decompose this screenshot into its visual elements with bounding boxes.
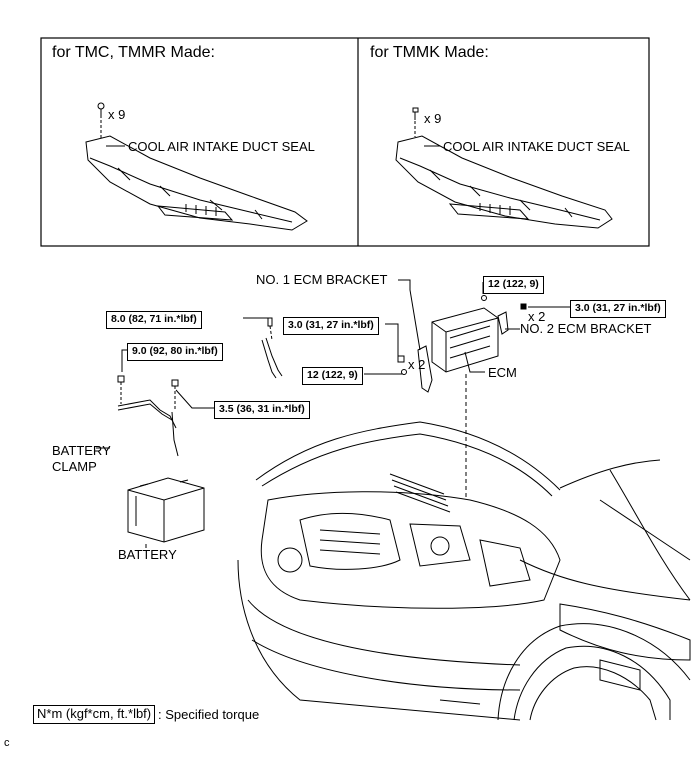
torque-3-5: 3.5 (36, 31 in.*lbf) xyxy=(214,401,310,419)
panel-title-left: for TMC, TMMR Made: xyxy=(52,44,215,61)
legend-text: : Specified torque xyxy=(158,707,260,722)
duct-seal-left-drawing xyxy=(85,102,308,231)
label-battery-clamp-2: CLAMP xyxy=(52,459,97,474)
label-no2-ecm-bracket: NO. 2 ECM BRACKET xyxy=(520,321,652,336)
legend-unit-box: N*m (kgf*cm, ft.*lbf) xyxy=(33,705,156,724)
ecm-drawing xyxy=(431,307,499,373)
leader-3-5 xyxy=(175,389,214,409)
panel-title-right: for TMMK Made: xyxy=(370,44,489,61)
car-drawing xyxy=(237,421,691,721)
duct-seal-right-drawing xyxy=(395,107,613,229)
torque-3-0-left: 3.0 (31, 27 in.*lbf) xyxy=(283,317,379,335)
leader-9-0 xyxy=(121,349,127,372)
label-no1-ecm-bracket: NO. 1 ECM BRACKET xyxy=(256,272,388,287)
label-battery-clamp-1: BATTERY xyxy=(52,443,111,458)
label-ecm: ECM xyxy=(488,365,517,380)
torque-12-left: 12 (122, 9) xyxy=(302,367,363,385)
label-battery: BATTERY xyxy=(118,547,177,562)
part-label-left: COOL AIR INTAKE DUCT SEAL xyxy=(128,139,315,154)
qty-right: x 9 xyxy=(424,111,442,126)
qty-ecm-right: x 2 xyxy=(528,309,546,324)
torque-8-0: 8.0 (82, 71 in.*lbf) xyxy=(106,311,202,329)
battery-drawing xyxy=(127,477,205,543)
battery-clamp-drawing xyxy=(96,317,283,457)
leader-3-0-left xyxy=(385,323,399,356)
panel-frame xyxy=(40,37,650,247)
leader-ecm xyxy=(464,351,485,373)
qty-left: x 9 xyxy=(108,107,126,122)
torque-12-right: 12 (122, 9) xyxy=(483,276,544,294)
part-label-right: COOL AIR INTAKE DUCT SEAL xyxy=(443,139,630,154)
torque-9-0: 9.0 (92, 80 in.*lbf) xyxy=(127,343,223,361)
figure-code: c xyxy=(4,737,10,749)
torque-3-0-right: 3.0 (31, 27 in.*lbf) xyxy=(570,300,666,318)
qty-ecm-left: x 2 xyxy=(408,357,426,372)
no1-bracket-drawing xyxy=(417,345,433,393)
no2-bracket-drawing xyxy=(497,311,509,335)
leader-no1 xyxy=(398,279,421,351)
